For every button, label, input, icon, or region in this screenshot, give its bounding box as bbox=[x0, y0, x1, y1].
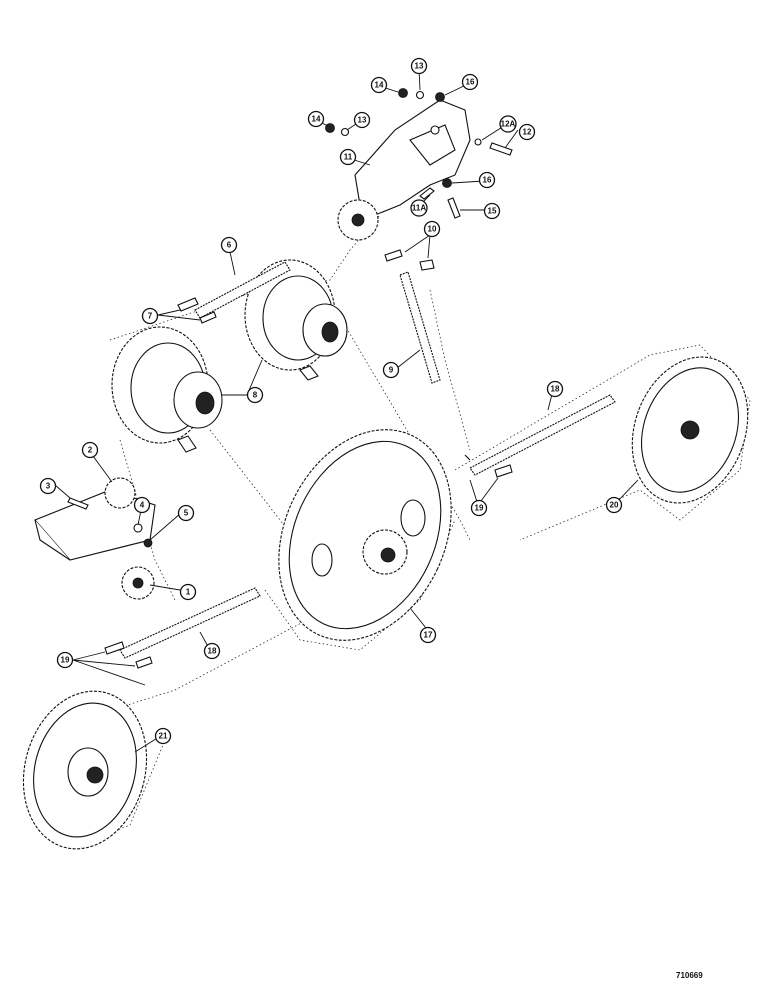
svg-text:11A: 11A bbox=[412, 204, 426, 213]
callout-10: 10 bbox=[423, 220, 441, 238]
clutch-assembly-lower bbox=[111, 326, 223, 453]
callout-12a: 12A bbox=[499, 115, 517, 133]
callout-2: 2 bbox=[81, 441, 99, 459]
svg-text:13: 13 bbox=[415, 62, 424, 71]
svg-text:18: 18 bbox=[551, 385, 560, 394]
svg-text:5: 5 bbox=[184, 509, 189, 518]
callout-12: 12 bbox=[518, 123, 536, 141]
callout-19-right: 19 bbox=[470, 499, 488, 517]
svg-text:15: 15 bbox=[488, 207, 497, 216]
svg-text:14: 14 bbox=[375, 81, 384, 90]
connecting-links-upper bbox=[177, 297, 217, 324]
svg-text:13: 13 bbox=[358, 116, 367, 125]
callout-13-mid: 13 bbox=[353, 111, 371, 129]
callout-6: 6 bbox=[220, 236, 238, 254]
idler-sprocket bbox=[337, 199, 379, 241]
callout-15: 15 bbox=[483, 202, 501, 220]
callout-16-mid: 16 bbox=[478, 171, 496, 189]
svg-text:8: 8 bbox=[253, 391, 258, 400]
driven-sprocket-left bbox=[22, 690, 148, 850]
callout-18-left: 18 bbox=[203, 642, 221, 660]
svg-text:14: 14 bbox=[312, 115, 321, 124]
svg-text:12A: 12A bbox=[501, 120, 516, 129]
drawing-number: 710669 bbox=[676, 971, 703, 980]
drive-chain-vertical bbox=[384, 249, 441, 384]
callout-16-top: 16 bbox=[461, 73, 479, 91]
callout-4: 4 bbox=[133, 496, 151, 514]
callout-9: 9 bbox=[382, 361, 400, 379]
svg-text:19: 19 bbox=[61, 656, 70, 665]
callout-3: 3 bbox=[39, 477, 57, 495]
callout-11a: 11A bbox=[410, 199, 428, 217]
svg-text:1: 1 bbox=[186, 588, 191, 597]
callout-18-right: 18 bbox=[546, 380, 564, 398]
svg-text:20: 20 bbox=[610, 501, 619, 510]
driven-sprocket-right bbox=[631, 356, 749, 504]
main-drive-sprocket bbox=[278, 429, 452, 641]
svg-text:6: 6 bbox=[227, 241, 232, 250]
svg-text:17: 17 bbox=[424, 631, 433, 640]
callout-21: 21 bbox=[154, 727, 172, 745]
callout-14-top: 14 bbox=[370, 76, 388, 94]
callout-19-left: 19 bbox=[56, 651, 74, 669]
callout-14-mid: 14 bbox=[307, 110, 325, 128]
callout-13-top: 13 bbox=[410, 57, 428, 75]
drive-chain-left bbox=[104, 587, 261, 669]
svg-text:2: 2 bbox=[88, 446, 93, 455]
svg-text:9: 9 bbox=[389, 366, 394, 375]
svg-text:21: 21 bbox=[159, 732, 168, 741]
clutch-assembly-upper bbox=[244, 259, 348, 381]
callout-20: 20 bbox=[605, 496, 623, 514]
callouts: 1 2 3 4 5 6 7 8 9 10 11 11A 12 12A 13 13… bbox=[39, 57, 623, 745]
callout-11: 11 bbox=[339, 148, 357, 166]
countershaft-assembly bbox=[34, 477, 156, 600]
svg-text:19: 19 bbox=[475, 504, 484, 513]
svg-text:7: 7 bbox=[148, 312, 153, 321]
svg-text:16: 16 bbox=[483, 176, 492, 185]
svg-text:11: 11 bbox=[344, 153, 353, 162]
callout-7: 7 bbox=[141, 307, 159, 325]
callout-1: 1 bbox=[179, 583, 197, 601]
svg-text:16: 16 bbox=[466, 78, 475, 87]
svg-text:18: 18 bbox=[208, 647, 217, 656]
callout-5: 5 bbox=[177, 504, 195, 522]
callout-17: 17 bbox=[419, 626, 437, 644]
svg-text:3: 3 bbox=[46, 482, 51, 491]
svg-text:12: 12 bbox=[523, 128, 532, 137]
drive-chain-right bbox=[464, 394, 616, 478]
svg-text:10: 10 bbox=[428, 225, 437, 234]
svg-text:4: 4 bbox=[140, 501, 145, 510]
drive-chain-upper bbox=[194, 261, 291, 319]
callout-8: 8 bbox=[246, 386, 264, 404]
bracket-hardware bbox=[325, 88, 513, 219]
